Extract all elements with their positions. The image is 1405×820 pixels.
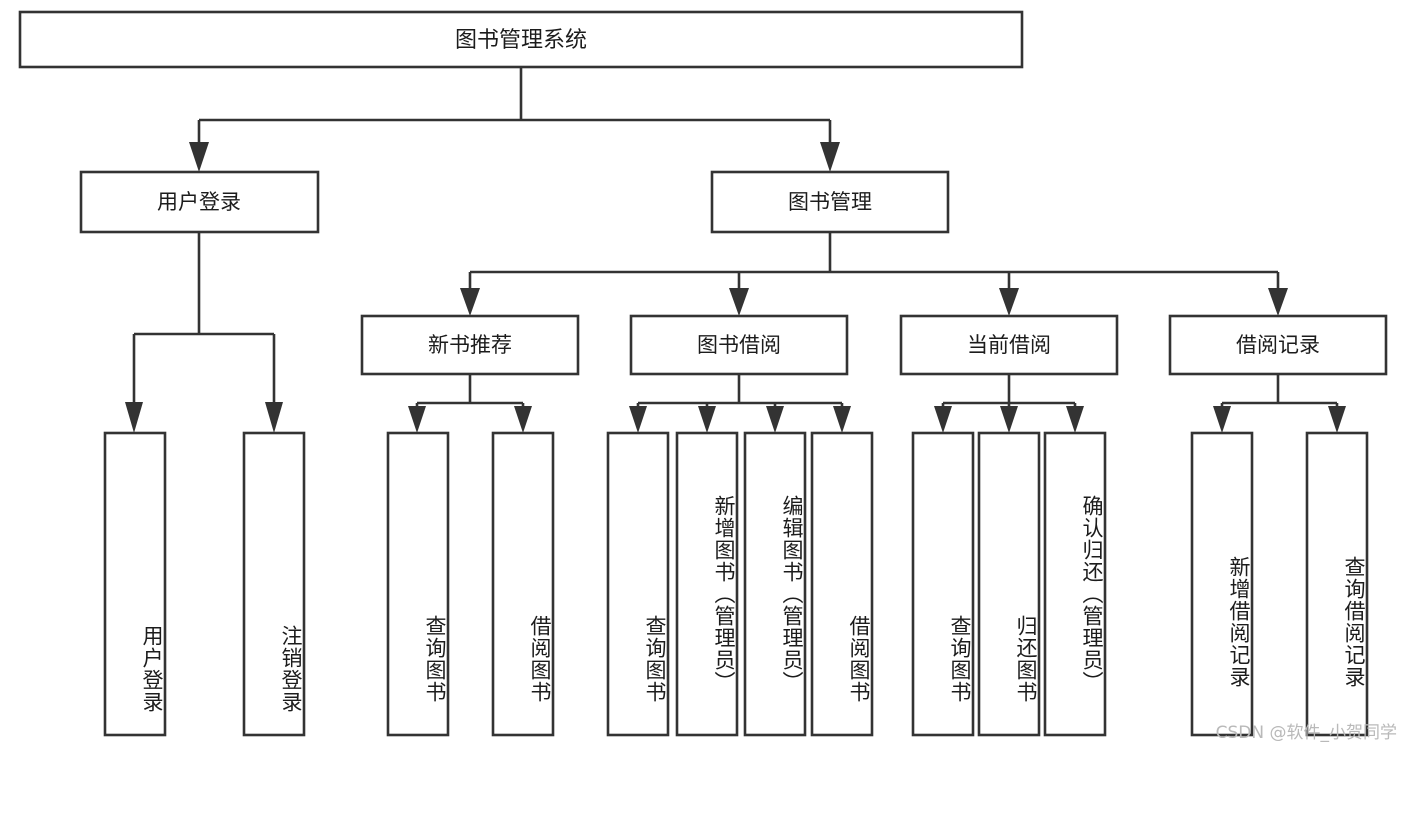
arrow-book-mgmt-to-current — [999, 288, 1019, 316]
leaf-box-user-login-2[interactable] — [242, 431, 306, 737]
node-book-borrow-box[interactable] — [629, 314, 849, 376]
leaf-box-current-2[interactable] — [977, 431, 1041, 737]
node-book-management[interactable]: 图书管理 — [710, 170, 950, 234]
node-new-book-recommend-label: 新书推荐 — [428, 333, 512, 357]
arrow-borrow-leaf-1 — [629, 406, 647, 433]
node-borrow-records-label: 借阅记录 — [1236, 333, 1320, 357]
leaf-box-borrow-3[interactable] — [743, 431, 807, 737]
node-book-borrow[interactable]: 图书借阅 — [629, 314, 849, 376]
node-user-login-label: 用户登录 — [157, 190, 241, 214]
leaf-box-current-1[interactable] — [911, 431, 975, 737]
arrow-user-login-leaf-1 — [125, 402, 143, 433]
arrow-book-mgmt-to-borrow — [729, 288, 749, 316]
connector-group — [125, 67, 1346, 433]
arrow-current-leaf-2 — [1000, 406, 1018, 433]
arrow-root-to-book-mgmt — [820, 142, 840, 172]
arrow-current-leaf-1 — [934, 406, 952, 433]
arrow-root-to-user-login — [189, 142, 209, 172]
node-book-borrow-label: 图书借阅 — [697, 333, 781, 357]
leaf-box-new-book-1[interactable] — [386, 431, 450, 737]
arrow-records-leaf-2 — [1328, 406, 1346, 433]
arrow-book-mgmt-to-new-book — [460, 288, 480, 316]
node-root-label: 图书管理系统 — [455, 28, 587, 53]
node-root-box[interactable] — [18, 10, 1024, 69]
node-book-management-box[interactable] — [710, 170, 950, 234]
leaf-box-borrow-4[interactable] — [810, 431, 874, 737]
node-new-book-recommend-box[interactable] — [360, 314, 580, 376]
arrow-records-leaf-1 — [1213, 406, 1231, 433]
node-current-borrow-label: 当前借阅 — [967, 333, 1051, 357]
node-borrow-records[interactable]: 借阅记录 — [1168, 314, 1388, 376]
org-chart-diagram: 图书管理系统 用户登录 图书管理 新书推荐 图书借阅 当前借阅 借阅记录 — [18, 10, 1397, 743]
arrow-user-login-leaf-2 — [265, 402, 283, 433]
leaf-box-borrow-2[interactable] — [675, 431, 739, 737]
leaf-box-borrow-1[interactable] — [606, 431, 670, 737]
node-current-borrow[interactable]: 当前借阅 — [899, 314, 1119, 376]
node-root[interactable]: 图书管理系统 — [18, 10, 1024, 69]
arrow-borrow-leaf-4 — [833, 406, 851, 433]
arrow-new-book-leaf-1 — [408, 406, 426, 433]
diagram-canvas: 图书管理系统 用户登录 图书管理 新书推荐 图书借阅 当前借阅 借阅记录 — [18, 10, 1388, 737]
node-borrow-records-box[interactable] — [1168, 314, 1388, 376]
watermark-text: CSDN @软件_小贺同学 — [1215, 723, 1397, 743]
node-user-login-box[interactable] — [79, 170, 320, 234]
leaf-box-new-book-2[interactable] — [491, 431, 555, 737]
node-current-borrow-box[interactable] — [899, 314, 1119, 376]
node-book-management-label: 图书管理 — [788, 190, 872, 214]
node-new-book-recommend[interactable]: 新书推荐 — [360, 314, 580, 376]
leaf-box-records-1[interactable] — [1190, 431, 1254, 737]
arrow-current-leaf-3 — [1066, 406, 1084, 433]
node-user-login[interactable]: 用户登录 — [79, 170, 320, 234]
leaf-box-current-3[interactable] — [1043, 431, 1107, 737]
arrow-new-book-leaf-2 — [514, 406, 532, 433]
arrow-borrow-leaf-3 — [766, 406, 784, 433]
arrow-borrow-leaf-2 — [698, 406, 716, 433]
leaf-box-user-login-1[interactable] — [103, 431, 167, 737]
arrow-book-mgmt-to-records — [1268, 288, 1288, 316]
leaf-box-records-2[interactable] — [1305, 431, 1369, 737]
